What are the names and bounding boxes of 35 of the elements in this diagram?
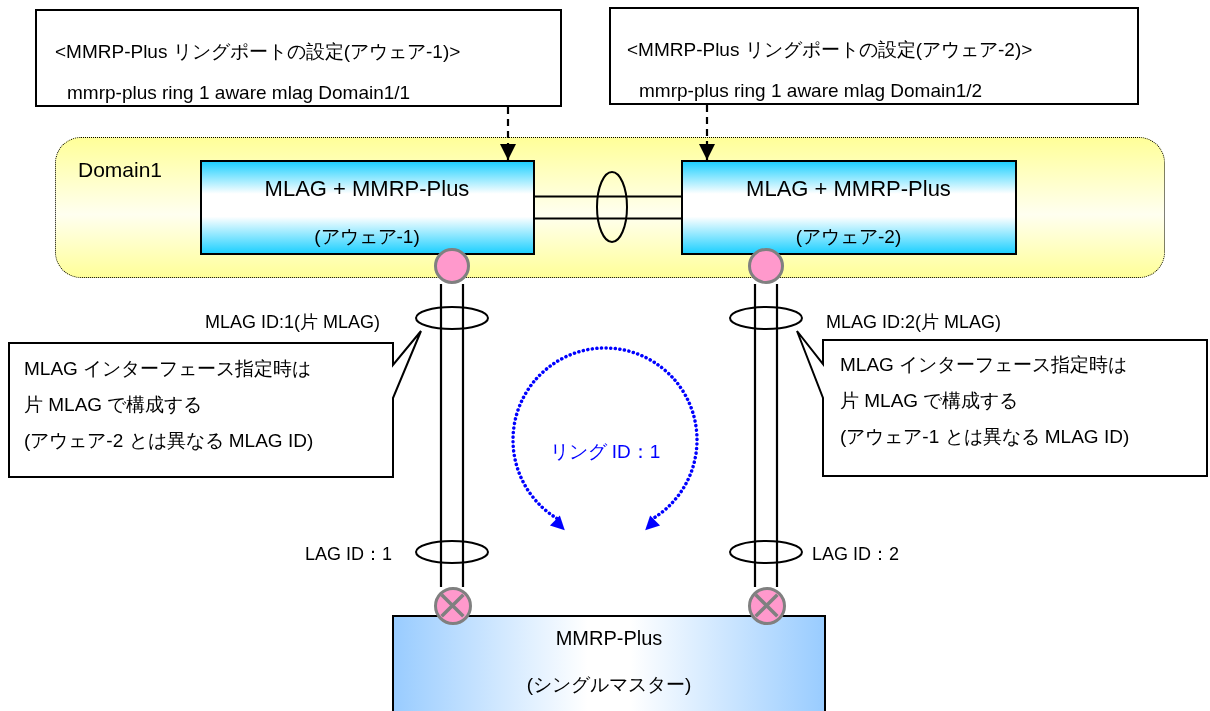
group-label: Domain1 [78,158,163,182]
link-line [533,195,683,220]
switch-name: MLAG + MMRP-Plus [263,175,471,202]
link-line [753,282,779,589]
switch-name: MLAG + MMRP-Plus [745,175,952,202]
note-text: MLAG インターフェース指定時は [24,357,312,381]
switch-role: (シングルマスター) [525,673,693,697]
note-text: 片 MLAG で構成する [24,393,203,417]
note-text: 片 MLAG で構成する [840,389,1019,413]
domain-group [55,137,1165,278]
link-line [439,282,465,589]
link-label: MLAG ID:2(片 MLAG) [826,311,1002,334]
callout-heading: <MMRP-Plus リングポートの設定(アウェア-1)> [55,40,461,64]
switch-box [680,159,1017,255]
note-text: MLAG インターフェース指定時は [840,353,1128,377]
callout-box [35,9,562,107]
link-label: LAG ID：2 [812,543,900,566]
link-label: MLAG ID:1(片 MLAG) [204,311,380,334]
link-label: LAG ID：1 [304,543,392,566]
note-text: (アウェア-1 とは異なる MLAG ID) [840,425,1130,449]
switch-name: MMRP-Plus [554,627,664,650]
dashed-arrow [699,105,715,160]
callout-heading: <MMRP-Plus リングポートの設定(アウェア-2)> [627,38,1033,62]
master-switch-box [392,615,826,711]
blocked-port-circle [434,587,472,625]
note-text: (アウェア-2 とは異なる MLAG ID) [24,429,314,453]
switch-role: (アウェア-2) [794,224,903,249]
ring-label: リング ID：1 [548,440,662,464]
dashed-arrow [500,107,516,160]
command-text: mmrp-plus ring 1 aware mlag Domain1/2 [639,80,983,102]
switch-role: (アウェア-1) [313,224,421,249]
callout-box [609,7,1139,105]
command-text: mmrp-plus ring 1 aware mlag Domain1/1 [67,82,411,104]
switch-box [199,159,535,255]
blocked-port-circle [748,587,786,625]
